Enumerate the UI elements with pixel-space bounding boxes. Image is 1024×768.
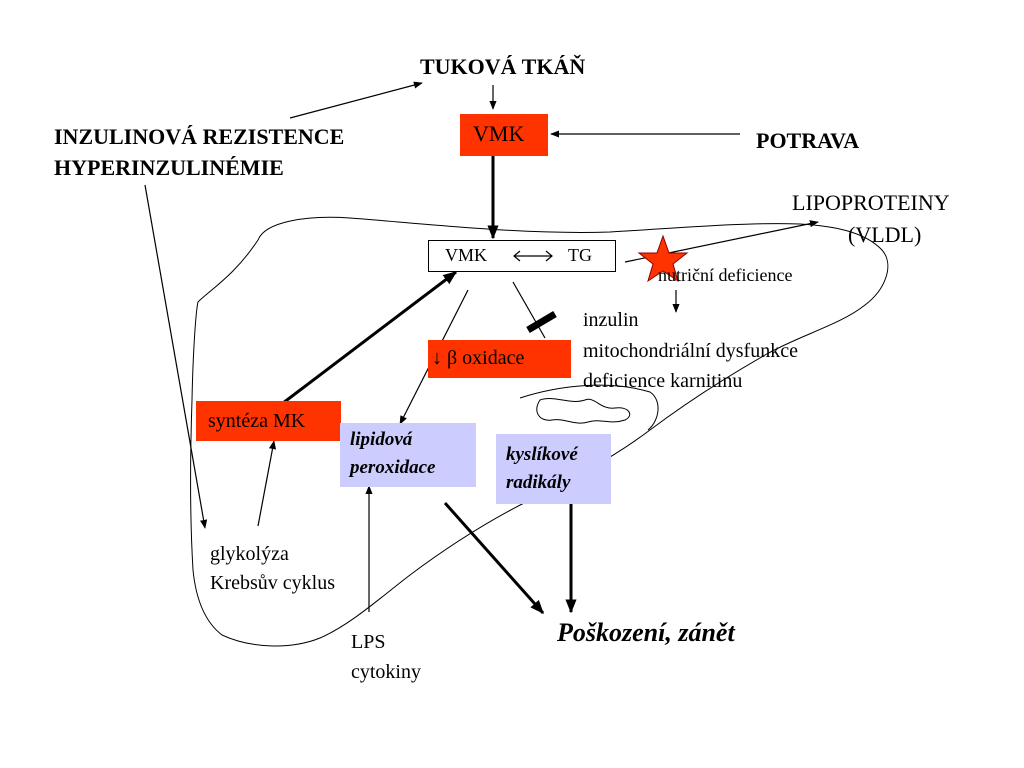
kyslikove-label: kyslíkové: [506, 444, 578, 465]
star-icon: [637, 234, 689, 283]
label-inzulinova-rezistence: INZULINOVÁ REZISTENCE: [54, 124, 345, 149]
liver-detail-curve: [519, 384, 659, 431]
label-mitochondrialni: mitochondriální dysfunkce: [583, 340, 798, 362]
synteza-mk-box: syntéza MK: [196, 401, 341, 441]
kyslikove-radikaly-box: kyslíkové radikály: [496, 434, 611, 504]
tg-label: TG: [568, 245, 592, 265]
vmk-inner-label: VMK: [445, 245, 488, 265]
liver-outline: [190, 216, 889, 647]
vmk-top-box: VMK: [460, 114, 548, 156]
lipidova-label: lipidová: [350, 429, 413, 450]
beta-oxidace-label: ↓ β oxidace: [432, 347, 525, 369]
double-arrow-icon: [513, 250, 553, 262]
vmk-top-label: VMK: [473, 121, 525, 146]
label-lps: LPS: [351, 631, 386, 653]
arrow-hyper-to-glykolyza: [144, 184, 208, 529]
label-cytokiny: cytokiny: [351, 661, 421, 683]
arrow-lipidova-to-poskozeni: [443, 502, 545, 615]
synteza-mk-label: syntéza MK: [208, 410, 306, 432]
label-nutricni-deficience: nutriční deficience: [658, 265, 793, 285]
arrow-synteza-to-vmk: [282, 270, 458, 405]
vmk-tg-box: VMK TG: [428, 240, 616, 272]
lipidova-peroxidace-box: lipidová peroxidace: [340, 423, 476, 487]
liver-detail-squiggle: [536, 398, 631, 424]
inhibition-bar: [526, 310, 557, 334]
label-poskozeni-zanet: Poškození, zánět: [557, 618, 735, 647]
label-glykolyza: glykolýza: [210, 543, 289, 565]
label-krebsuv-cyklus: Krebsův cyklus: [210, 572, 335, 594]
label-potrava: POTRAVA: [756, 128, 860, 153]
label-tukova-tkan: TUKOVÁ TKÁŇ: [420, 54, 586, 79]
label-lipoproteiny: LIPOPROTEINY: [792, 190, 950, 215]
peroxidace-label: peroxidace: [350, 457, 436, 478]
label-deficience-karnitinu: deficience karnitinu: [583, 370, 743, 392]
label-hyperinzulinemie: HYPERINZULINÉMIE: [54, 155, 284, 180]
beta-oxidace-box: ↓ β oxidace: [428, 340, 571, 378]
arrow-glykolyza-to-synteza: [257, 440, 277, 527]
radikaly-label: radikály: [506, 472, 571, 493]
label-inzulin: inzulin: [583, 309, 639, 331]
line-to-beta-oxidace: [512, 281, 546, 339]
arrow-ir-to-tukova: [289, 81, 423, 119]
label-vldl: (VLDL): [848, 222, 922, 247]
